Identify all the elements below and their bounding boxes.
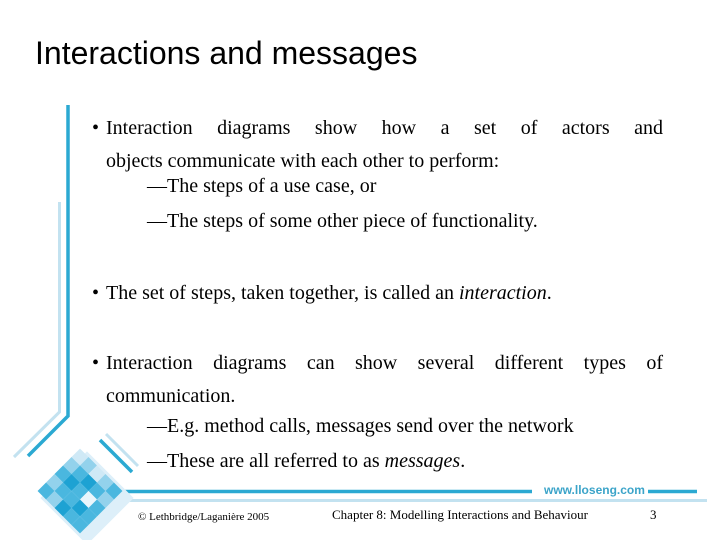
bullet-marker: • — [92, 282, 100, 304]
bullet-item-2: • The set of steps, taken together, is c… — [92, 277, 665, 310]
bullet-item-3: • Interaction diagrams can show several … — [92, 347, 665, 413]
bullet-1-line-2: objects communicate with each other to p… — [106, 150, 500, 172]
bullet-3-subitem-1: —E.g. method calls, messages send over t… — [147, 415, 574, 437]
bullet-3-subitem-2: —These are all referred to as messages. — [147, 445, 667, 478]
left-rule-light — [12, 202, 61, 459]
bullet-2-emphasis: interaction — [458, 282, 547, 304]
bullet-1-subitem-1: —The steps of a use case, or — [147, 175, 377, 197]
copyright-notice: © Lethbridge/Laganière 2005 — [138, 511, 270, 523]
bullet-3-subitem-2-period: . — [460, 450, 466, 472]
bullet-1-subitem-2: —The steps of some other piece of functi… — [147, 210, 538, 232]
website-link[interactable]: www.lloseng.com — [544, 483, 645, 497]
left-rule-accent — [26, 105, 70, 458]
bullet-2-period: . — [546, 282, 552, 304]
bullet-3-line-1: Interaction diagrams can show several di… — [106, 352, 663, 374]
bullet-1-line-1: Interaction diagrams show how a set of a… — [106, 117, 663, 139]
bullet-marker: • — [92, 117, 100, 139]
bullet-3-subitem-2-emphasis: messages — [384, 450, 461, 472]
chevron-accent — [98, 438, 134, 474]
chapter-footer: Chapter 8: Modelling Interactions and Be… — [332, 507, 588, 522]
corner-diamond-mosaic — [37, 448, 123, 534]
bullet-item-1: • Interaction diagrams show how a set of… — [92, 112, 665, 178]
corner-diamond-shadow — [40, 451, 134, 540]
bullet-3-subitem-2-text: —These are all referred to as — [147, 450, 385, 472]
bullet-3-line-2: communication. — [106, 385, 236, 407]
bullet-marker: • — [92, 352, 100, 374]
chevron-light — [104, 432, 140, 468]
page-number: 3 — [650, 507, 657, 522]
slide-title: Interactions and messages — [35, 35, 418, 71]
bullet-2-text: The set of steps, taken together, is cal… — [106, 282, 459, 304]
